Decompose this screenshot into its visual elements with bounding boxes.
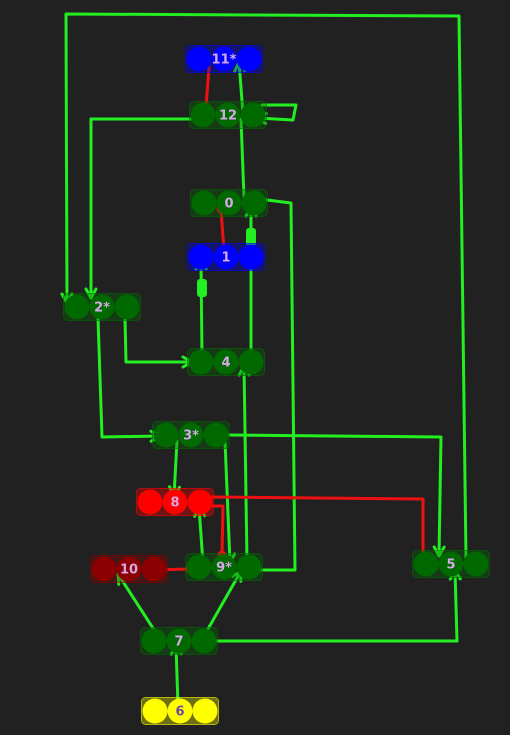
node-5-port-2 xyxy=(463,551,489,577)
node-10-port-2 xyxy=(141,556,167,582)
node-0-label: 0 xyxy=(224,197,233,212)
node-6-port-1 xyxy=(167,698,193,724)
edge-3-to-5 xyxy=(227,433,443,558)
edge-12-to-2-arrowhead xyxy=(84,287,98,300)
edge-2-to-3 xyxy=(96,316,162,439)
node-8-port-0 xyxy=(137,489,163,515)
node-3: 3* xyxy=(152,421,230,449)
node-10-port-0 xyxy=(91,556,117,582)
node-0-port-2 xyxy=(241,190,267,216)
edge-6-to-7 xyxy=(174,643,180,709)
edge-3-to-9 xyxy=(223,439,232,565)
node-5-port-1 xyxy=(438,551,464,577)
edge-marker-1-4 xyxy=(197,279,207,297)
node-12-port-0 xyxy=(190,102,216,128)
node-6-label: 6 xyxy=(175,705,184,720)
edge-7-to-9 xyxy=(202,569,243,638)
edge-0-to-12 xyxy=(239,117,246,200)
node-5-label: 5 xyxy=(446,558,455,573)
red-edge-11-12 xyxy=(204,65,211,109)
edge-0-to-9 xyxy=(255,197,297,572)
node-10-label: 10 xyxy=(120,563,138,578)
node-11-port-1 xyxy=(211,46,237,72)
node-7-label: 7 xyxy=(174,635,183,650)
node-4-port-2 xyxy=(238,349,264,375)
edge-9-to-4 xyxy=(242,364,249,564)
node-12: 12 xyxy=(189,101,267,129)
edges-layer xyxy=(60,12,468,709)
edge-marker-0-4 xyxy=(246,228,256,246)
node-10: 10 xyxy=(90,555,168,583)
node-4-port-1 xyxy=(213,349,239,375)
node-7: 7 xyxy=(140,627,218,655)
node-2-port-0 xyxy=(64,294,90,320)
node-8-port-2 xyxy=(187,489,213,515)
node-12-port-2 xyxy=(240,102,266,128)
node-9-port-2 xyxy=(236,554,262,580)
nodes-layer: 11* 12 0 1 2* 4 3* 8 10 9* 5 7 6 xyxy=(63,45,490,725)
node-0-port-1 xyxy=(216,190,242,216)
node-10-port-1 xyxy=(116,556,142,582)
edge-5-to-2 xyxy=(64,12,468,560)
node-3-label: 3* xyxy=(183,429,199,444)
node-3-port-0 xyxy=(153,422,179,448)
edge-12-to-11 xyxy=(237,60,245,116)
red-edge-8-9 xyxy=(210,504,225,557)
node-5-port-0 xyxy=(413,551,439,577)
node-1-port-2 xyxy=(238,244,264,270)
node-8: 8 xyxy=(136,488,214,516)
edge-7-to-5 xyxy=(210,568,459,643)
node-4-port-0 xyxy=(188,349,214,375)
node-8-label: 8 xyxy=(170,496,179,511)
node-0: 0 xyxy=(190,189,268,217)
node-9-port-0 xyxy=(186,554,212,580)
node-2-port-2 xyxy=(114,294,140,320)
node-4-label: 4 xyxy=(221,356,230,371)
node-11-port-0 xyxy=(186,46,212,72)
node-2-port-1 xyxy=(89,294,115,320)
edge-12-to-2 xyxy=(89,117,198,300)
node-2: 2* xyxy=(63,293,141,321)
edge-4-to-1 xyxy=(199,258,204,360)
node-8-port-1 xyxy=(162,489,188,515)
node-12-port-1 xyxy=(215,102,241,128)
node-1-port-1 xyxy=(213,244,239,270)
node-1: 1 xyxy=(187,243,265,271)
node-9: 9* xyxy=(185,553,263,581)
red-edge-8-5 xyxy=(210,495,425,560)
node-11: 11* xyxy=(185,45,263,73)
edge-12-self-loop xyxy=(255,103,298,122)
node-7-port-0 xyxy=(141,628,167,654)
edge-7-to-10 xyxy=(116,572,160,638)
node-1-label: 1 xyxy=(221,251,230,266)
node-5: 5 xyxy=(412,550,490,578)
node-4: 4 xyxy=(187,348,265,376)
node-12-label: 12 xyxy=(219,109,237,124)
node-9-label: 9* xyxy=(216,561,232,576)
edge-3-to-8 xyxy=(172,439,179,498)
node-0-port-0 xyxy=(191,190,217,216)
node-2-label: 2* xyxy=(94,301,110,316)
node-3-port-1 xyxy=(178,422,204,448)
edge-2-to-4 xyxy=(123,316,194,364)
node-1-port-0 xyxy=(188,244,214,270)
node-11-port-2 xyxy=(236,46,262,72)
node-3-port-2 xyxy=(203,422,229,448)
node-7-port-1 xyxy=(166,628,192,654)
node-6-port-0 xyxy=(142,698,168,724)
node-6: 6 xyxy=(141,697,219,725)
node-11-label: 11* xyxy=(212,53,237,68)
node-9-port-1 xyxy=(211,554,237,580)
node-7-port-2 xyxy=(191,628,217,654)
node-6-port-2 xyxy=(192,698,218,724)
